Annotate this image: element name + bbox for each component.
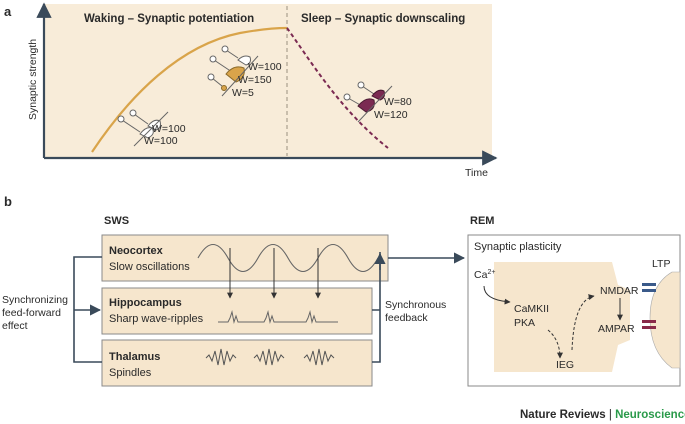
camkii-label: CaMKII — [514, 303, 549, 315]
synapse-mid-icon — [207, 45, 259, 97]
ca-label: Ca2+ — [474, 269, 495, 281]
spindle-trace — [205, 348, 335, 366]
sharp-wave-ripple-trace — [218, 310, 338, 324]
pka-label: PKA — [514, 317, 535, 329]
thalamus-box — [101, 339, 373, 387]
synapse-low-w2: W=100 — [144, 135, 178, 147]
synapse-low-w1: W=100 — [152, 123, 186, 135]
hippocampus-box — [101, 287, 373, 335]
neocortex-box — [101, 234, 389, 282]
thalamus-title: Thalamus — [109, 351, 160, 363]
nmdar-receptor-icon — [642, 283, 656, 292]
rem-label: REM — [470, 215, 494, 227]
left-label-3: effect — [2, 320, 28, 332]
wake-title: Waking – Synaptic potentiation — [84, 13, 254, 25]
postsynaptic-cell — [494, 262, 630, 372]
synapse-mid-w1: W=100 — [248, 61, 282, 73]
left-label-2: feed-forward — [2, 307, 61, 319]
ampar-label: AMPAR — [598, 323, 635, 335]
footer: Nature Reviews | Neuroscience — [520, 409, 685, 421]
plasticity-title: Synaptic plasticity — [474, 241, 562, 253]
synapse-sleep-w1: W=80 — [384, 96, 412, 108]
ca-arrow — [483, 285, 511, 305]
thalamus-sub: Spindles — [109, 367, 152, 379]
hippocampus-title: Hippocampus — [109, 297, 182, 309]
ltp-label: LTP — [652, 258, 670, 270]
panel-b-letter: b — [4, 194, 12, 209]
right-label-1: Synchronous — [385, 299, 446, 311]
panel-a-letter: a — [4, 4, 12, 19]
x-axis-label: Time — [465, 167, 488, 179]
synapse-low-icon — [117, 109, 169, 147]
synapse-mid-w3: W=5 — [232, 87, 254, 99]
neocortex-title: Neocortex — [109, 245, 164, 257]
sws-label: SWS — [104, 215, 129, 227]
slow-oscillation-wave — [197, 243, 379, 273]
nmdar-label: NMDAR — [600, 285, 639, 297]
ampar-receptor-icon — [642, 320, 656, 329]
synapse-mid-w2: W=150 — [238, 74, 272, 86]
synapse-sleep-icon — [343, 81, 393, 123]
left-label-1: Synchronizing — [2, 294, 68, 306]
synapse-sleep-w2: W=120 — [374, 109, 408, 121]
sleep-title: Sleep – Synaptic downscaling — [301, 13, 465, 25]
feedback-bracket — [372, 252, 381, 363]
sleep-curve — [286, 27, 389, 149]
wake-curve — [91, 26, 288, 153]
ieg-label: IEG — [556, 359, 574, 371]
y-axis-label: Synaptic strength — [27, 39, 39, 120]
neocortex-sub: Slow oscillations — [109, 261, 190, 273]
right-label-2: feedback — [385, 312, 428, 324]
hippocampus-sub: Sharp wave-ripples — [109, 313, 204, 325]
to-ieg-arrow — [547, 329, 563, 359]
